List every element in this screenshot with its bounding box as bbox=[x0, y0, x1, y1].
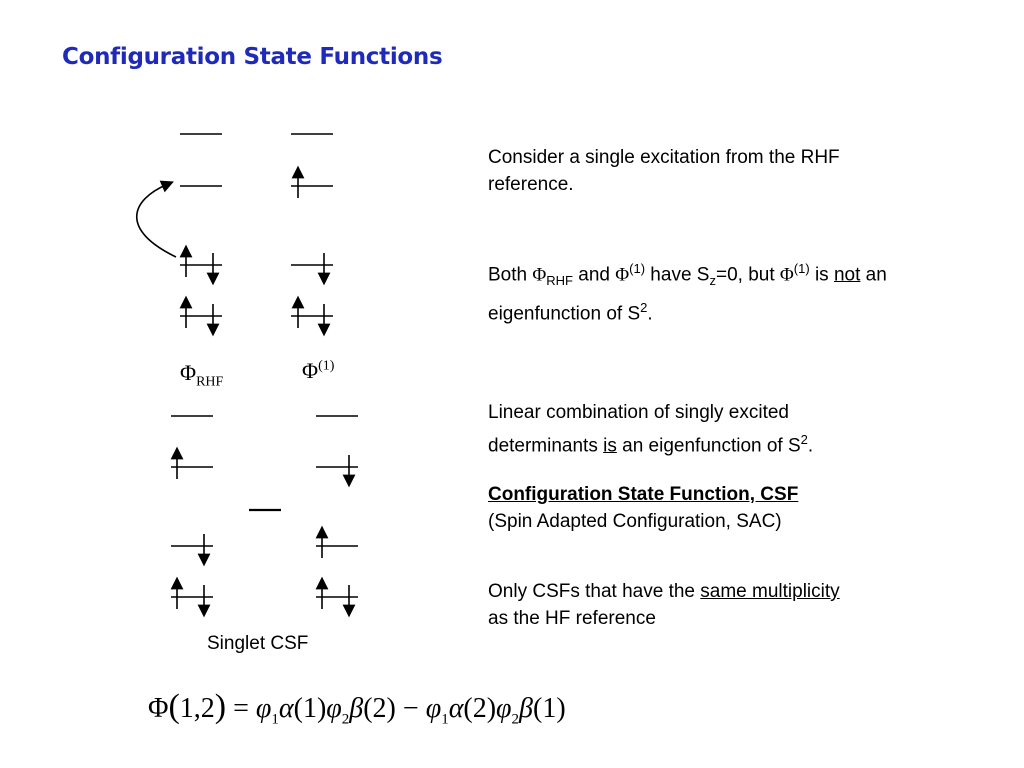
text-block-csf-definition: Configuration State Function, CSF (Spin … bbox=[488, 481, 798, 535]
text-block-excitation: Consider a single excitation from the RH… bbox=[488, 147, 840, 195]
label-singlet-csf: Singlet CSF bbox=[207, 633, 309, 654]
csf-heading: Configuration State Function, CSF bbox=[488, 484, 799, 505]
csf-equation: Φ(1,2) = φ1α(1)φ2β(2) − φ1α(2)φ2β(1) bbox=[148, 688, 566, 728]
excitation-arrow bbox=[135, 180, 177, 258]
label-phi-rhf: ΦRHF bbox=[180, 360, 224, 390]
slide-title: Configuration State Functions bbox=[62, 44, 443, 70]
label-phi-1: Φ(1) bbox=[302, 358, 335, 383]
text-block-multiplicity: Only CSFs that have the same multiplicit… bbox=[488, 581, 840, 629]
text-block-linear-combination: Linear combination of singly excited det… bbox=[488, 402, 814, 457]
text-block-sz: Both ΦRHF and Φ(1) have Sz=0, but Φ(1) i… bbox=[488, 261, 887, 325]
